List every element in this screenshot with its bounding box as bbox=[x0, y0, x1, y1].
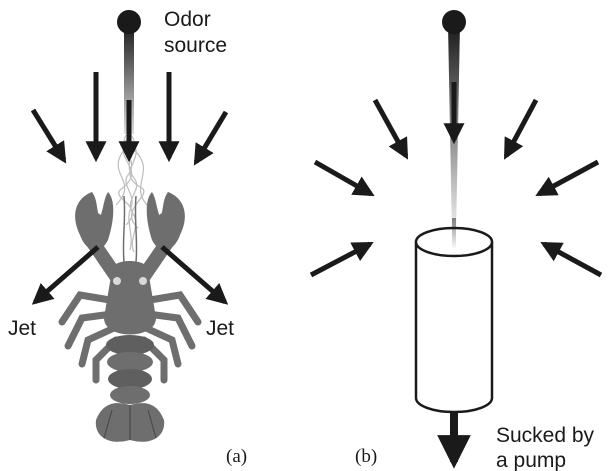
odor-source-label-line2: source bbox=[164, 34, 227, 57]
pump-label-line1: Sucked by bbox=[496, 424, 595, 447]
jet-label-left: Jet bbox=[8, 317, 36, 340]
arrow-b-2 bbox=[506, 100, 536, 156]
panel-a-caption: (a) bbox=[226, 446, 247, 467]
panel-a: Odor source Jet Jet (a) bbox=[8, 8, 247, 467]
arrow-b-6 bbox=[544, 244, 601, 275]
right-claw bbox=[147, 192, 185, 250]
arrow-b-3 bbox=[315, 162, 371, 194]
arrow-b-4 bbox=[539, 162, 598, 194]
panel-b-caption: (b) bbox=[355, 446, 377, 467]
plume-into-cylinder bbox=[452, 218, 456, 248]
odor-plume-icon bbox=[116, 135, 150, 252]
pump-label-line2: a pump bbox=[496, 449, 566, 471]
arrow-in-1 bbox=[33, 110, 64, 160]
arrow-in-4 bbox=[196, 112, 226, 162]
jet-label-right: Jet bbox=[206, 317, 234, 340]
arrow-b-5 bbox=[311, 244, 370, 275]
odor-source-label-line1: Odor bbox=[164, 8, 211, 31]
arrow-b-1 bbox=[375, 100, 406, 156]
left-claw bbox=[75, 192, 113, 250]
cylinder-icon bbox=[416, 228, 492, 412]
panel-b: Sucked by a pump (b) bbox=[311, 10, 601, 471]
